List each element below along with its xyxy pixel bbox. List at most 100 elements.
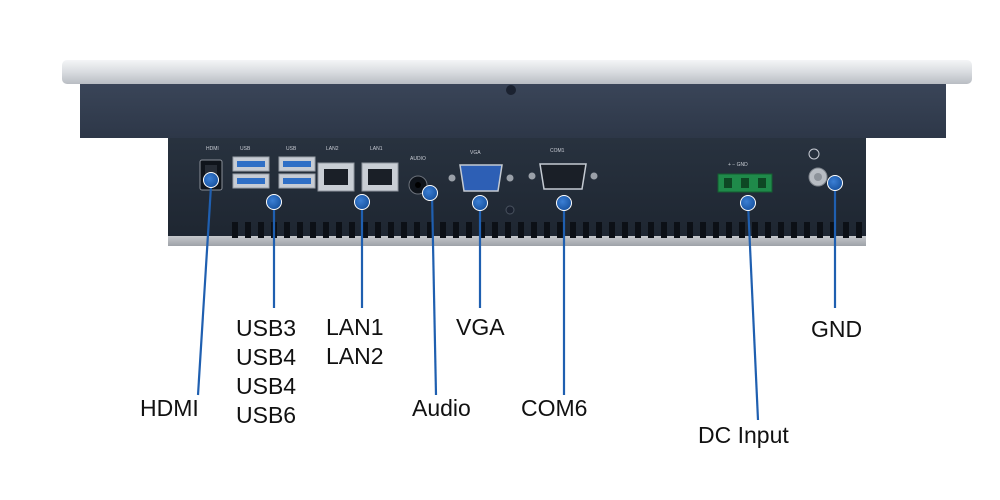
heatsink-fin: [232, 222, 238, 238]
heatsink-fin: [609, 222, 615, 238]
heatsink-fin: [258, 222, 264, 238]
heatsink-fin: [830, 222, 836, 238]
heatsink-fin: [739, 222, 745, 238]
heatsink-fin: [661, 222, 667, 238]
heatsink-fin: [570, 222, 576, 238]
heatsink-fin: [323, 222, 329, 238]
heatsink-fin: [778, 222, 784, 238]
lan1-port: LAN1: [361, 146, 399, 192]
heatsink-fin: [687, 222, 693, 238]
label-dc-input: DC Input: [698, 422, 789, 448]
callout-dot-vga: [472, 195, 488, 211]
label-com: COM6: [521, 395, 588, 421]
heatsink-fin: [336, 222, 342, 238]
heatsink-fin: [492, 222, 498, 238]
heatsink-fin: [674, 222, 680, 238]
dc-silkscreen: + − GND: [728, 162, 748, 168]
callout-line-audio: [430, 192, 438, 396]
label-gnd: GND: [811, 316, 863, 342]
heatsink-fin: [557, 222, 563, 238]
heatsink-fin: [596, 222, 602, 238]
callout-dot-audio: [422, 185, 438, 201]
heatsink-fin: [752, 222, 758, 238]
usb-port-stack-right: USB: [278, 146, 316, 189]
front-bezel: [62, 60, 972, 84]
hdmi-silkscreen: HDMI: [206, 146, 219, 152]
label-usb-group: USB3 USB4 USB4 USB6: [236, 314, 296, 430]
heatsink-fin: [388, 222, 394, 238]
heatsink-fin: [804, 222, 810, 238]
ground-stud: [808, 148, 828, 187]
heatsink-fin: [700, 222, 706, 238]
label-usb-4: USB6: [236, 402, 297, 428]
callout-lines: [196, 183, 837, 421]
usb-left-silkscreen: USB: [240, 146, 251, 152]
heatsink-fin: [362, 222, 368, 238]
label-audio: Audio: [412, 395, 471, 421]
label-lan-group: LAN1 LAN2: [326, 313, 384, 371]
usb-port-stack-left: USB: [232, 146, 270, 189]
heatsink-fin: [284, 222, 290, 238]
callout-dot-hdmi: [203, 172, 219, 188]
heatsink-fin: [713, 222, 719, 238]
lan2-port: LAN2: [317, 146, 355, 192]
com-silkscreen: COM1: [550, 148, 565, 154]
label-usb-2: USB4: [236, 344, 297, 370]
heatsink-fin: [518, 222, 524, 238]
callout-dot-gnd: [827, 175, 843, 191]
label-lan-2: LAN2: [326, 343, 384, 369]
heatsink-fin: [531, 222, 537, 238]
mount-hole: [506, 85, 516, 95]
label-usb-1: USB3: [236, 315, 297, 341]
bottom-rail: [168, 236, 866, 246]
usb-right-silkscreen: USB: [286, 146, 297, 152]
callout-line-hdmi: [196, 185, 213, 396]
heatsink-fin: [375, 222, 381, 238]
heatsink-fin: [856, 222, 862, 238]
callout-dot-com: [556, 195, 572, 211]
audio-silkscreen: AUDIO: [410, 156, 426, 162]
callout-dot-usb: [266, 194, 282, 210]
vga-silkscreen: VGA: [470, 150, 481, 156]
heatsink-fin: [583, 222, 589, 238]
heatsink-fin: [440, 222, 446, 238]
heatsink-fin: [817, 222, 823, 238]
heatsink-fin: [245, 222, 251, 238]
heatsink-fin: [297, 222, 303, 238]
heatsink-fin: [791, 222, 797, 238]
heatsink-fin: [505, 222, 511, 238]
heatsink-fin: [843, 222, 849, 238]
heatsink-fin: [622, 222, 628, 238]
label-hdmi: HDMI: [140, 395, 199, 421]
chassis-screw: [505, 205, 515, 215]
heatsink-fins: [232, 222, 862, 238]
vga-port: VGA: [448, 150, 514, 192]
heatsink-fin: [765, 222, 771, 238]
callout-line-dc: [746, 202, 760, 421]
heatsink-fin: [466, 222, 472, 238]
heatsink-fin: [401, 222, 407, 238]
label-lan-1: LAN1: [326, 314, 384, 340]
heatsink-fin: [635, 222, 641, 238]
ground-symbol-icon: [808, 148, 820, 160]
heatsink-fin: [427, 222, 433, 238]
callout-dots: [203, 172, 843, 211]
heatsink-fin: [414, 222, 420, 238]
dc-terminal: + − GND: [717, 162, 773, 193]
heatsink-fin: [726, 222, 732, 238]
heatsink-fin: [453, 222, 459, 238]
callout-dot-lan: [354, 194, 370, 210]
lan1-silkscreen: LAN1: [370, 146, 383, 152]
heatsink-fin: [349, 222, 355, 238]
heatsink-fin: [479, 222, 485, 238]
com-port: COM1: [528, 148, 598, 190]
audio-jack: AUDIO: [408, 156, 428, 195]
lan2-silkscreen: LAN2: [326, 146, 339, 152]
heatsink-fin: [648, 222, 654, 238]
heatsink-fin: [310, 222, 316, 238]
heatsink-fin: [544, 222, 550, 238]
label-vga: VGA: [456, 314, 505, 340]
label-usb-3: USB4: [236, 373, 297, 399]
callout-dot-dc: [740, 195, 756, 211]
